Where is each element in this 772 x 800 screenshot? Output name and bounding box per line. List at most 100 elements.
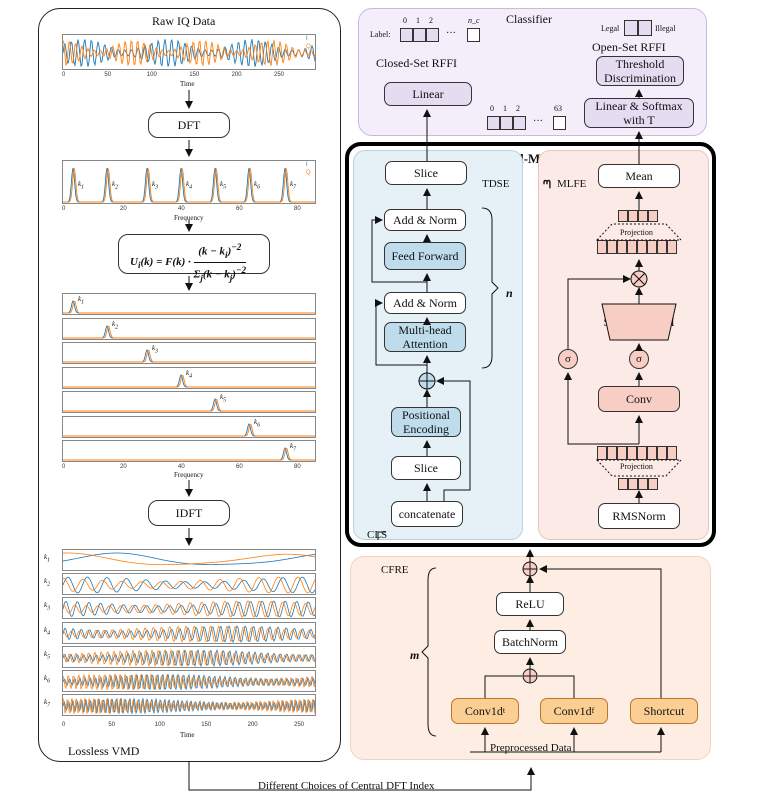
tdse-slice-bottom: Slice bbox=[391, 456, 461, 480]
mode-peak-label: k2 bbox=[112, 319, 119, 330]
mode-peak-label: k4 bbox=[186, 368, 193, 379]
mode-peak-label: k3 bbox=[152, 344, 159, 355]
spec-legend-i: I bbox=[306, 162, 308, 168]
sigma-left: σ bbox=[558, 349, 578, 369]
label-index: 1 bbox=[416, 16, 420, 25]
raw-time-tick: 0 bbox=[62, 72, 66, 78]
mlfe-top-cell bbox=[638, 210, 648, 222]
logit-vector-last-cell bbox=[553, 116, 566, 130]
mlfe-icon: ᘉ bbox=[543, 178, 551, 191]
mode-signal-plot bbox=[62, 645, 316, 668]
label-vector-cell bbox=[400, 28, 413, 42]
add-norm-bottom: Add & Norm bbox=[384, 292, 466, 314]
spec-freq-tick: 80 bbox=[294, 206, 301, 212]
label-vector-cell bbox=[426, 28, 439, 42]
label-index: n_c bbox=[468, 16, 480, 25]
mode-signal-plot bbox=[62, 573, 316, 596]
mode-freq-tick: 60 bbox=[236, 464, 243, 470]
mlfe-mid-cell bbox=[617, 240, 627, 254]
logit-index: 0 bbox=[490, 104, 494, 113]
mode-freq-tick: 20 bbox=[120, 464, 127, 470]
spec-legend-q: Q bbox=[306, 170, 311, 176]
spec-freq-tick: 0 bbox=[62, 206, 66, 212]
raw-time-tick: 50 bbox=[104, 72, 112, 78]
mode-peak-label: k1 bbox=[78, 295, 85, 306]
mode-time-tick: 250 bbox=[294, 722, 305, 728]
mlfe-mid-cell bbox=[657, 240, 667, 254]
mode-time-tick: 50 bbox=[108, 722, 116, 728]
linear-box: Linear bbox=[384, 82, 472, 106]
raw-time-tick: 250 bbox=[274, 72, 285, 78]
mode-signal-label: k4 bbox=[44, 625, 51, 636]
mlfe-top-cell bbox=[618, 210, 628, 222]
mode-freq-tick: 0 bbox=[62, 464, 66, 470]
mode-spectrum-plot bbox=[62, 293, 316, 315]
illegal-text: Illegal bbox=[655, 24, 676, 33]
raw-iq-plot bbox=[62, 34, 316, 70]
mode-peak-label: k6 bbox=[254, 417, 261, 428]
logit-index: 2 bbox=[516, 104, 520, 113]
weight-formula: Ui(k) = F(k) · (k − ki)−2 Σj(k − kj)−2 bbox=[130, 242, 247, 283]
dual-mode-frame bbox=[345, 142, 716, 547]
mode-signal-plot bbox=[62, 694, 316, 717]
mode-spectrum-plot bbox=[62, 440, 316, 462]
mode-signal-plot bbox=[62, 670, 316, 692]
mode-spectrum-plot bbox=[62, 342, 316, 364]
raw-q-series bbox=[63, 40, 315, 67]
selective-ssm: Selective SSM bbox=[603, 315, 675, 329]
relu-box: ReLU bbox=[496, 592, 564, 616]
mode-peak-label: k5 bbox=[220, 393, 227, 404]
modes-time-label: Time bbox=[180, 731, 195, 739]
mode-time-tick: 100 bbox=[154, 722, 165, 728]
dft-box: DFT bbox=[148, 112, 230, 138]
mode-spectrum-plot bbox=[62, 391, 316, 413]
mlfe-bot-cell bbox=[607, 446, 617, 460]
mlfe-mid-cell bbox=[627, 240, 637, 254]
spectrum-peak-label: k3 bbox=[152, 180, 159, 191]
mlfe-mid-cell bbox=[637, 240, 647, 254]
label-vector-last-cell bbox=[467, 28, 480, 42]
concatenate: concatenate bbox=[391, 501, 463, 527]
tdse-repeat-n: n bbox=[506, 286, 513, 300]
multi-head-attention: Multi-head Attention bbox=[384, 322, 466, 352]
mode-signal-label: k7 bbox=[44, 698, 51, 709]
mlfe-input-cell bbox=[648, 478, 658, 490]
mlfe-bot-cell bbox=[617, 446, 627, 460]
spectrum-plot bbox=[62, 160, 316, 204]
mlfe-input-cell bbox=[638, 478, 648, 490]
spectrum-peak-label: k2 bbox=[112, 180, 119, 191]
spec-freq-tick: 20 bbox=[120, 206, 127, 212]
mode-signal-plot bbox=[62, 549, 316, 571]
logit-ellipsis: ··· bbox=[533, 116, 543, 127]
threshold-box: Threshold Discrimination bbox=[596, 56, 684, 86]
mode-signal-label: k3 bbox=[44, 601, 51, 612]
logit-index: 63 bbox=[554, 104, 562, 113]
spectrum-peak-label: k4 bbox=[186, 180, 193, 191]
classifier-title: Classifier bbox=[506, 12, 552, 26]
raw-legend-q: Q bbox=[306, 44, 311, 50]
mode-signal-label: k5 bbox=[44, 649, 51, 661]
legal-text: Legal bbox=[601, 24, 620, 33]
mlfe-top-cell bbox=[648, 210, 658, 222]
mlfe-bot-cell bbox=[597, 446, 607, 460]
closed-set-title: Closed-Set RFFI bbox=[376, 56, 458, 70]
mode-signal-plot bbox=[62, 597, 316, 620]
spectrum-frequency-label: Frequency bbox=[174, 214, 204, 222]
spectrum-peak-label: k1 bbox=[78, 180, 85, 191]
mlfe-mid-cell bbox=[597, 240, 607, 254]
raw-i-series bbox=[63, 38, 315, 68]
raw-iq-title: Raw IQ Data bbox=[152, 14, 216, 28]
mlfe-bot-cell bbox=[637, 446, 647, 460]
mlfe-bot-cell bbox=[667, 446, 677, 460]
cfre-repeat-m: m bbox=[410, 648, 420, 662]
spectrum-peak-label: k6 bbox=[254, 180, 261, 191]
mode-signal-label: k1 bbox=[44, 553, 51, 564]
mlfe-bot-cell bbox=[627, 446, 637, 460]
mlfe-mid-cell bbox=[607, 240, 617, 254]
mode-signal-plot bbox=[62, 621, 316, 644]
logit-vector-cell bbox=[500, 116, 513, 130]
logit-vector-cell bbox=[513, 116, 526, 130]
lossless-vmd-panel bbox=[38, 8, 341, 762]
raw-time-label: Time bbox=[180, 80, 195, 88]
linear-softmax-box: Linear & Softmax with T bbox=[584, 98, 694, 128]
